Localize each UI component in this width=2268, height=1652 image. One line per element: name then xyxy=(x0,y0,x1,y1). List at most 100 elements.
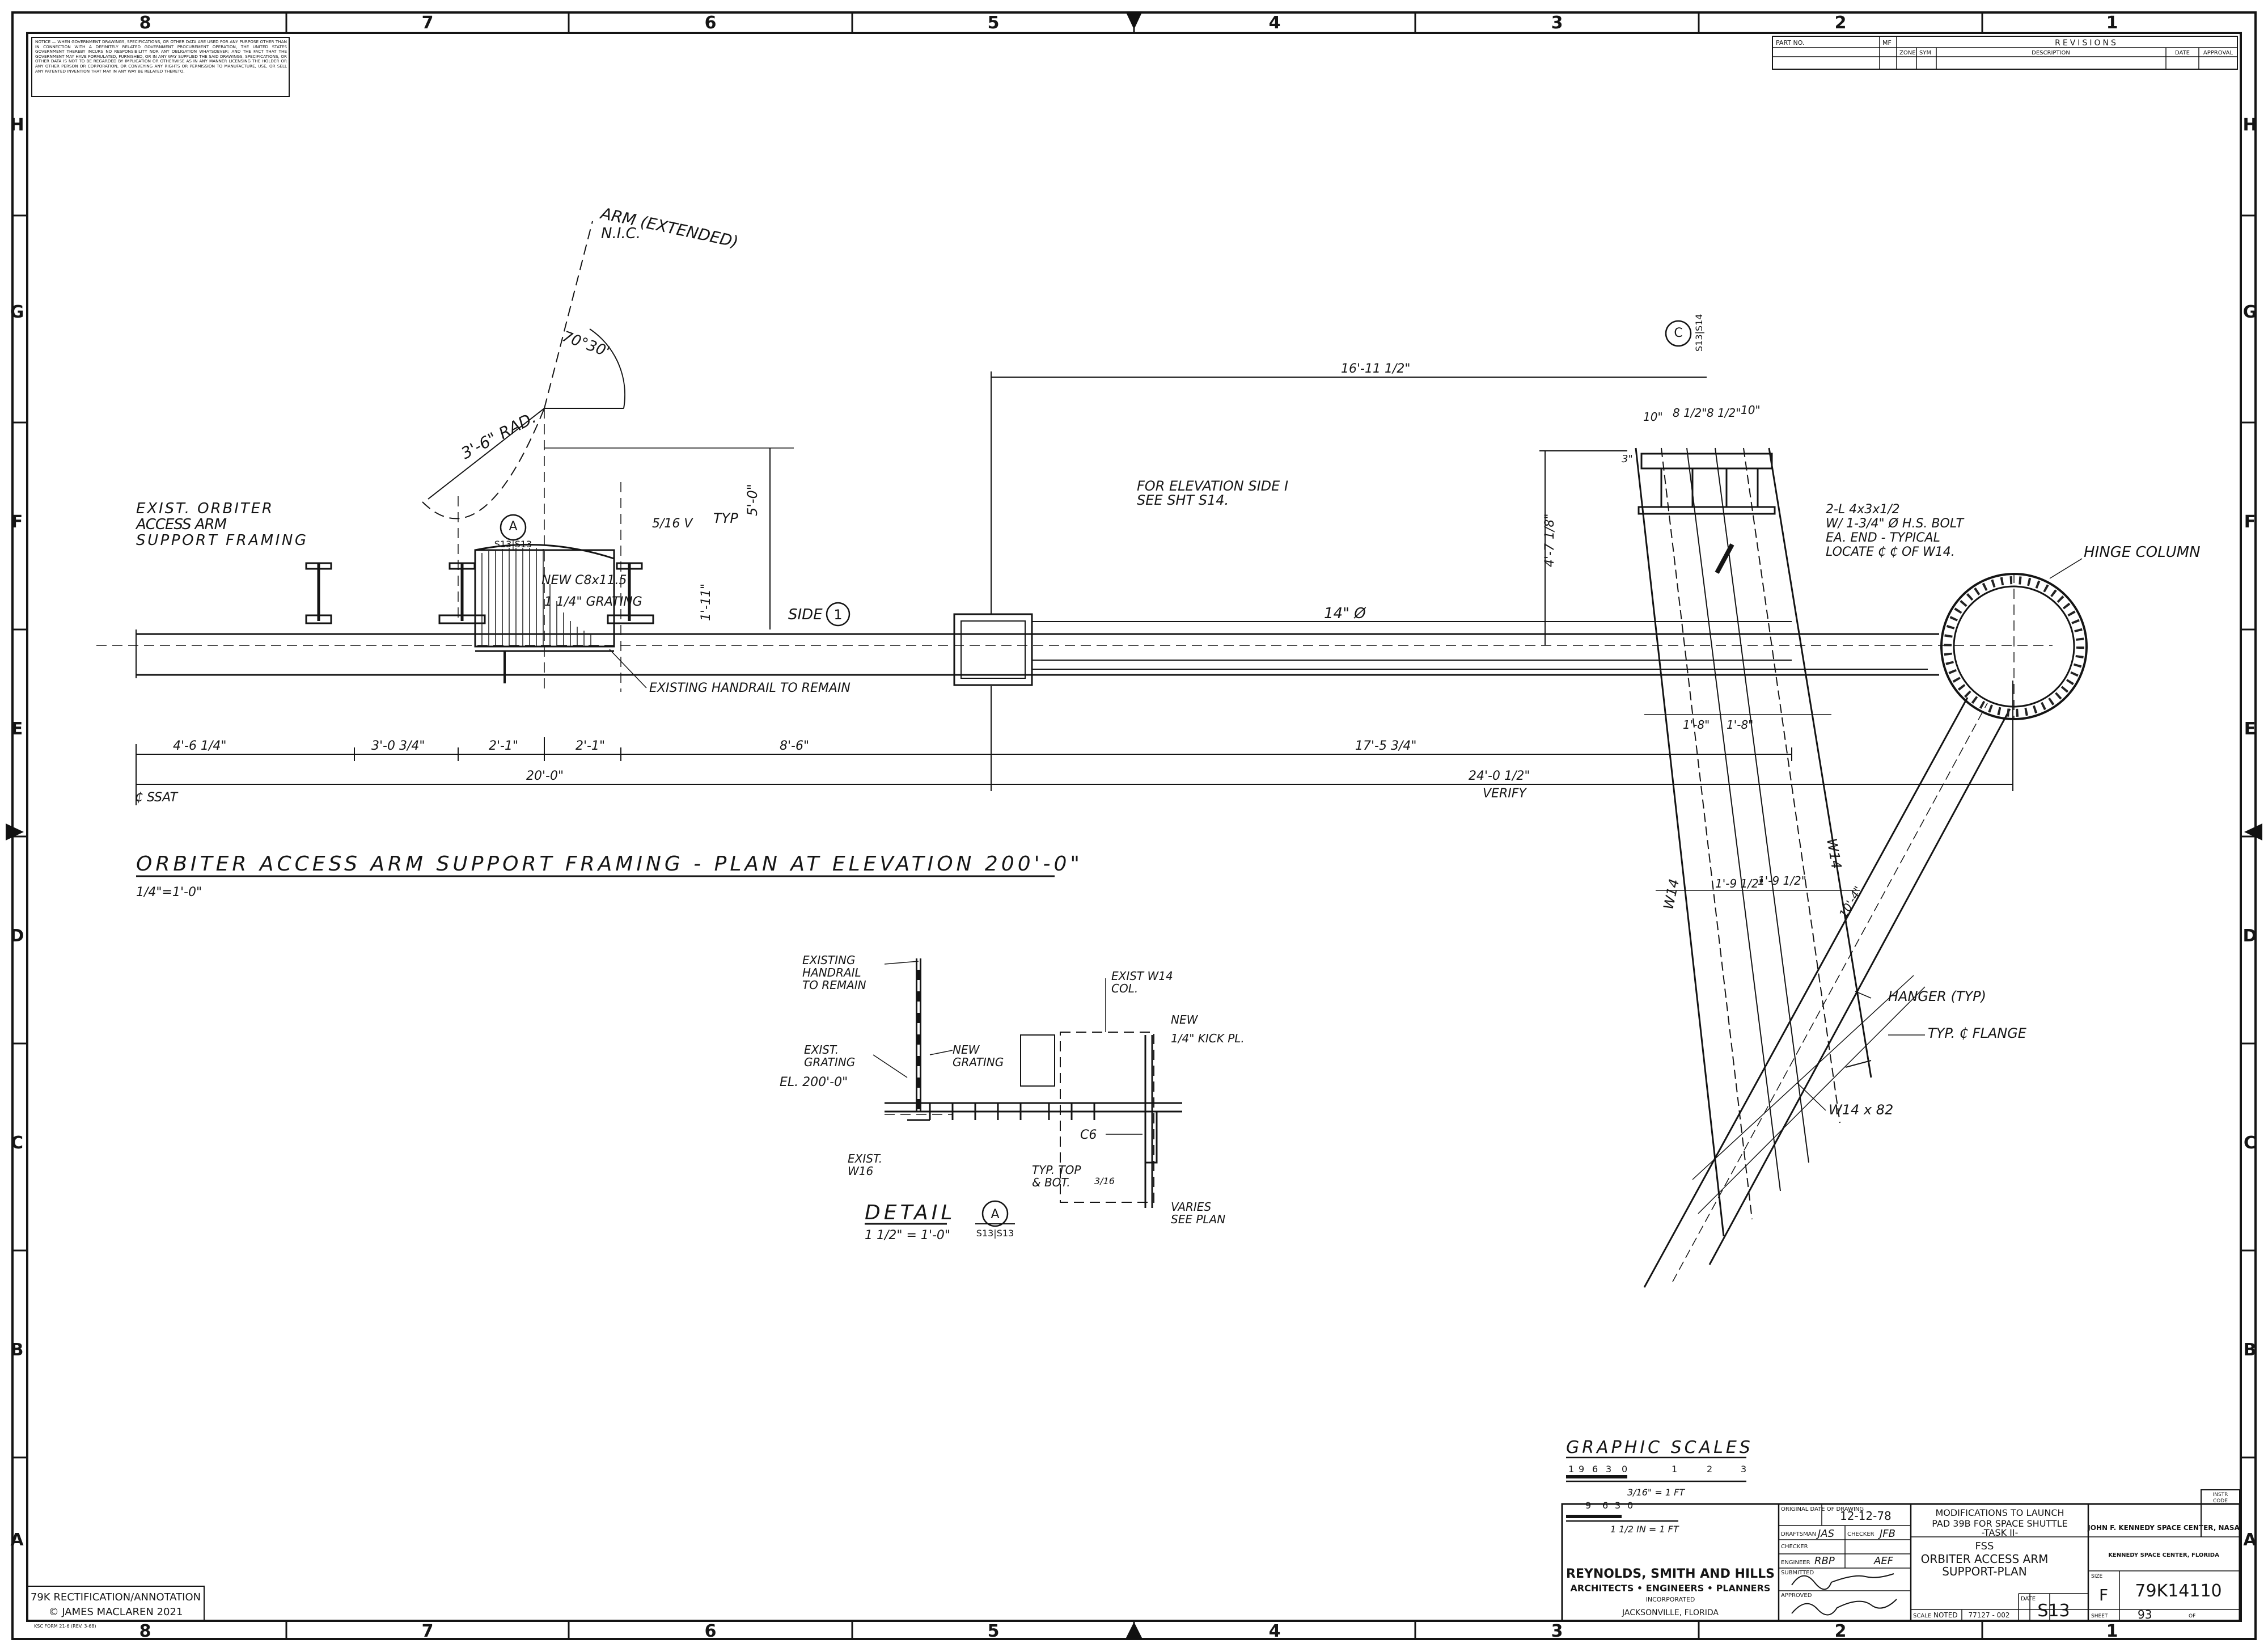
zone-col-5-bottom: 5 xyxy=(988,1621,1000,1641)
dim-3: 3" xyxy=(1622,453,1633,465)
zone-labels-left: H G F E D C B A xyxy=(10,115,24,1550)
zone-row-f: F xyxy=(11,512,23,532)
plan-title: ORBITER ACCESS ARM SUPPORT FRAMING - PLA… xyxy=(136,852,1083,876)
scale1-tick-6: 6 xyxy=(1592,1464,1598,1474)
size-label: SIZE xyxy=(2091,1574,2103,1579)
zone-col-7: 7 xyxy=(422,13,434,33)
zone-row-e: E xyxy=(11,719,23,739)
instr-code-label-2: CODE xyxy=(2213,1498,2228,1504)
w14-right-label: W14 xyxy=(1823,837,1844,870)
zone-col-1: 1 xyxy=(2106,13,2118,33)
sheet-size: F xyxy=(2099,1586,2108,1604)
hanger-label: HANGER (TYP) xyxy=(1888,988,1986,1004)
sheet-title-1: ORBITER ACCESS ARM xyxy=(1921,1552,2049,1566)
detail-existing-handrail-1: EXISTING xyxy=(802,953,856,967)
section-a-tag xyxy=(500,514,527,541)
zone-col-2: 2 xyxy=(1835,13,1847,33)
for-elevation-label-2: SEE SHT S14. xyxy=(1137,492,1229,508)
zone-col-7-bottom: 7 xyxy=(422,1621,434,1641)
side-label: SIDE xyxy=(788,606,823,623)
zone-labels-right: H G F E D C B A xyxy=(2242,115,2257,1550)
revisions-block: PART NO. MF REVISIONS ZONE SYM DESCRIPTI… xyxy=(1772,36,2238,70)
zone-row-b: B xyxy=(11,1340,24,1360)
dim-20-0: 20'-0" xyxy=(526,769,564,783)
scale1-tick-2: 2 xyxy=(1707,1464,1712,1474)
sheet-label: SHEET xyxy=(2091,1613,2108,1619)
existing-handrail-label: EXISTING HANDRAIL TO REMAIN xyxy=(649,681,850,695)
exist-framing-label-3: SUPPORT FRAMING xyxy=(136,532,306,549)
dim-8-3-a: 8 1/2" xyxy=(1673,406,1707,420)
dimension-lines xyxy=(136,371,2013,805)
submitted-label: SUBMITTED xyxy=(1781,1570,1814,1576)
detail-title: DETAIL xyxy=(865,1201,955,1224)
angle-label: 70°30' xyxy=(560,328,612,361)
dim-2-1-a: 2'-1" xyxy=(489,739,518,753)
graphic-scales: GRAPHIC SCALES 1 9 6 3 0 1 2 3 9 6 3 0 3… xyxy=(1566,1438,1750,1535)
detail-scale: 1 1/2" = 1'-0" xyxy=(865,1228,950,1243)
bolts-label-4: LOCATE ₵ ₵ OF W14. xyxy=(1826,545,1955,559)
detail-kick-plate-2: 1/4" KICK PL. xyxy=(1171,1032,1245,1045)
dim-10-b: 10" xyxy=(1741,403,1761,417)
detail-new-grating-1: NEW xyxy=(953,1043,980,1057)
sheet-number: 93 xyxy=(2138,1608,2152,1621)
company-location: JACKSONVILLE, FLORIDA xyxy=(1622,1608,1719,1617)
zone-col-6: 6 xyxy=(705,13,717,33)
exist-framing-label-2: ACCESS ARM xyxy=(135,516,227,533)
section-c-tag xyxy=(1665,320,1692,347)
detail-varies-1: VARIES xyxy=(1171,1200,1211,1214)
side-number: 1 xyxy=(833,607,842,623)
typ-flange-label: TYP. ₵ FLANGE xyxy=(1928,1025,2027,1041)
detail-varies-2: SEE PLAN xyxy=(1171,1212,1225,1226)
detail-tag-ref: S13|S13 xyxy=(976,1228,1014,1239)
detail-a: EXISTING HANDRAIL TO REMAIN EXIST. GRATI… xyxy=(780,953,1245,1243)
radius-label: 3'-6" RAD. xyxy=(458,408,539,463)
diagonal-frame xyxy=(1635,447,2011,1288)
draftsman-label: DRAFTSMAN xyxy=(1781,1531,1816,1537)
draftsman: JAS xyxy=(1816,1528,1834,1540)
revisions-part-no: PART NO. xyxy=(1776,39,1804,47)
revisions-title: REVISIONS xyxy=(2055,39,2118,48)
zone-row-g-right: G xyxy=(2243,302,2257,322)
zone-col-8-bottom: 8 xyxy=(139,1621,151,1641)
detail-existing-handrail-2: HANDRAIL xyxy=(802,966,861,979)
zone-labels-top: 8 7 6 5 4 3 2 1 xyxy=(139,13,2118,33)
zone-col-3-bottom: 3 xyxy=(1551,1621,1563,1641)
scale2-label: 1 1/2 IN = 1 FT xyxy=(1610,1524,1679,1535)
dim-1-9-b: 1'-9 1/2" xyxy=(1758,874,1806,888)
signature-2 xyxy=(1791,1599,1897,1616)
side-1-tag xyxy=(826,602,850,627)
revisions-zone: ZONE xyxy=(1899,50,1916,56)
form-footnote: KSC FORM 21-6 (REV. 3-68) xyxy=(34,1624,96,1629)
original-date-label: ORIGINAL DATE OF DRAWING xyxy=(1781,1506,1864,1512)
scale1-tick-9: 9 xyxy=(1579,1464,1584,1474)
detail-elevation: EL. 200'-0" xyxy=(780,1075,848,1089)
scale1-tick-1: 1 xyxy=(1568,1464,1574,1474)
exist-framing-label-1: EXIST. ORBITER xyxy=(136,500,272,517)
scale-label: SCALE xyxy=(1913,1613,1931,1619)
box-column xyxy=(953,613,1033,686)
original-date: 12-12-78 xyxy=(1840,1509,1892,1523)
zone-row-d: D xyxy=(10,926,24,946)
dim-3-0: 3'-0 3/4" xyxy=(371,739,425,753)
arm-geometry xyxy=(422,221,794,692)
bolts-label-1: 2-L 4x3x1/2 xyxy=(1826,502,1900,517)
zone-col-2-bottom: 2 xyxy=(1835,1621,1847,1641)
section-c-letter: C xyxy=(1674,326,1682,340)
detail-c6: C6 xyxy=(1080,1128,1097,1142)
zone-col-8: 8 xyxy=(139,13,151,33)
scale-value: NOTED xyxy=(1933,1611,1958,1619)
dim-verify: VERIFY xyxy=(1483,787,1527,801)
engineer-label: ENGINEER xyxy=(1781,1560,1810,1566)
revisions-description: DESCRIPTION xyxy=(2032,50,2070,56)
bolts-label-3: EA. END - TYPICAL xyxy=(1826,531,1940,545)
zone-row-d-right: D xyxy=(2243,926,2257,946)
zone-col-5: 5 xyxy=(988,13,1000,33)
zone-row-f-right: F xyxy=(2244,512,2256,532)
title-block: REYNOLDS, SMITH AND HILLS ARCHITECTS • E… xyxy=(1561,1489,2241,1622)
dim-4-4: 4'-6 1/4" xyxy=(173,739,227,753)
dim-16-11: 16'-11 1/2" xyxy=(1341,362,1411,376)
zone-col-4-bottom: 4 xyxy=(1269,1621,1281,1641)
annotation-line-2: © JAMES MACLAREN 2021 xyxy=(49,1606,183,1618)
annotation-box: 79K RECTIFICATION/ANNOTATION © JAMES MAC… xyxy=(27,1586,205,1621)
